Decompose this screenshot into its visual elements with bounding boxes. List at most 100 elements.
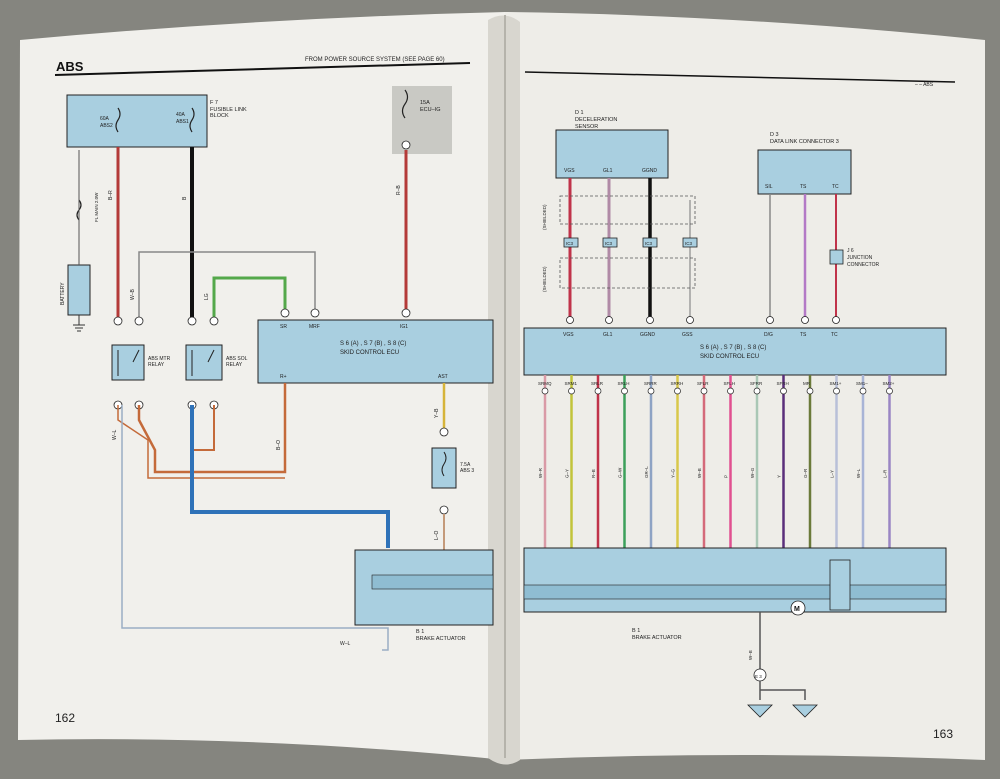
ecu-pin-dg: D/G [764, 332, 773, 338]
shielded-1: (SHIELDED) [542, 204, 547, 230]
ecu-pin-gss: GSS [682, 332, 693, 338]
right-page-number: 163 [933, 727, 953, 741]
solenoid-connector-3 [621, 387, 628, 395]
wire-b-o: B–O [276, 440, 282, 450]
solenoid-wire-label-10: G–R [803, 468, 808, 478]
solenoid-connector-12 [859, 387, 867, 395]
dlc-pin-tc: TC [832, 184, 839, 190]
ic-label-1: IC3 [566, 241, 574, 246]
fuse2-amp: 40A [176, 112, 186, 118]
solenoid-pin-label-1: SRM1 [565, 381, 578, 386]
solenoid-pin-label-12: SM1– [856, 381, 868, 386]
solenoid-pin-label-13: SM2+ [883, 381, 895, 386]
abs-sol-relay-label-1: ABS SOL [226, 356, 248, 362]
ecu-ig-fuse-box [392, 86, 452, 154]
brake-actuator-left-id: B 1 [416, 629, 424, 635]
junction-line2: CONNECTOR [847, 262, 880, 268]
right-title-rule [524, 71, 956, 83]
skid-ecu-left-label: SKID CONTROL ECU [340, 350, 399, 356]
abs-sol-relay [185, 344, 223, 381]
solenoid-pin-label-3: SRLH [618, 381, 630, 386]
wire-r-b: R–B [396, 185, 402, 195]
data-link-connector-3 [757, 149, 852, 195]
ground-symbol-2 [792, 704, 818, 718]
fuse-abs3 [431, 447, 457, 489]
main-fl-label: FL MAIN 2.0W [94, 192, 99, 222]
solenoid-wire-label-11: L–Y [830, 470, 835, 478]
fusible-link-block [66, 94, 208, 148]
fuse-abs3-amp: 7.5A [460, 462, 471, 468]
pump-motor-icon [790, 600, 806, 616]
title-rule [54, 62, 471, 76]
solenoid-wire-label-2: R–B [591, 469, 596, 478]
skid-ecu-right-label: SKID CONTROL ECU [700, 354, 759, 360]
ground-wire-label: W–B [748, 650, 753, 660]
solenoid-pin-label-6: SFLR [697, 381, 709, 386]
solenoid-wire-label-13: L–R [883, 469, 888, 478]
solenoid-pin-label-10: MR [803, 381, 811, 386]
data-link-name: DATA LINK CONNECTOR 3 [770, 139, 839, 145]
solenoid-wire-label-8: W–G [750, 467, 755, 478]
junction-connector [829, 249, 844, 265]
ecu-ig-name: ECU–IG [420, 107, 440, 113]
solenoid-pin-label-0: SRMQ [538, 381, 552, 386]
solenoid-pin-label-8: SFRR [750, 381, 763, 386]
dlc-pin-ts: TS [800, 184, 807, 190]
pin-ig1: IG1 [400, 324, 408, 330]
shielded-2: (SHIELDED) [542, 266, 547, 292]
fuse1-amp: 60A [100, 116, 110, 122]
solenoid-connector-7 [727, 387, 734, 395]
solenoid-connector-5 [674, 387, 681, 395]
right-header: – – ABS [915, 82, 934, 88]
solenoid-connector-11 [833, 387, 840, 395]
wire-y-b: Y–B [434, 408, 440, 418]
solenoid-wire-label-3: G–W [618, 467, 623, 478]
solenoid-connector-2 [594, 387, 602, 395]
solenoid-pin-label-11: SM1+ [830, 381, 842, 386]
svg-text:M: M [794, 606, 800, 613]
dlc-pin-sil: SIL [765, 184, 773, 190]
solenoid-pin-label-4: SRRR [644, 381, 658, 386]
power-source-note: FROM POWER SOURCE SYSTEM (SEE PAGE 60) [305, 57, 445, 63]
wire-w-l: W–L [112, 430, 118, 441]
solenoid-wire-label-7: P [724, 475, 729, 478]
deceleration-sensor [555, 129, 669, 179]
left-page-number: 162 [55, 711, 75, 725]
pin-rplus: R+ [280, 374, 287, 380]
decel-line2: SENSOR [575, 124, 598, 130]
battery [67, 264, 91, 316]
decel-pin-vgs: VGS [564, 168, 575, 174]
ic-label-2: IC3 [605, 241, 613, 246]
solenoid-connector-8 [753, 387, 761, 395]
fusible-link-id: F 7 [210, 100, 218, 106]
solenoid-pin-label-7: SFLH [724, 381, 736, 386]
abs-mtr-relay-label-1: ABS MTR [148, 356, 171, 362]
skid-ecu-right-connectors: S 6 (A) , S 7 (B) , S 8 (C) [700, 345, 766, 351]
wire-b: B [182, 196, 188, 200]
wire-w-l-2: W–L [340, 641, 351, 647]
decel-id: D 1 [575, 110, 584, 116]
battery-label: BATTERY [60, 282, 66, 305]
solenoid-wire-label-1: G–Y [565, 469, 570, 478]
skid-control-ecu-left [257, 319, 494, 384]
ecu-pin-ts: TS [800, 332, 807, 338]
wire-l-o: L–O [434, 530, 440, 540]
fusible-link-name-2: BLOCK [210, 113, 229, 119]
fuse1-name: ABS2 [100, 123, 113, 129]
ecu-ig-amp: 15A [420, 100, 430, 106]
solenoid-wire-label-9: Y [777, 475, 782, 478]
data-link-id: D 3 [770, 132, 779, 138]
solenoid-connector-6 [700, 387, 708, 395]
abs-sol-relay-label-2: RELAY [226, 362, 243, 368]
wire-lg: LG [204, 293, 210, 300]
solenoid-connector-10 [806, 387, 814, 395]
solenoid-wire-label-5: Y–G [671, 468, 676, 478]
junction-id: J 6 [847, 248, 854, 254]
ecu-pin-gl1: GL1 [603, 332, 613, 338]
skid-control-ecu-right [523, 327, 947, 376]
solenoid-wire-label-12: W–L [856, 468, 861, 478]
ecu-pin-tc: TC [831, 332, 838, 338]
wire-b-r: B–R [108, 190, 114, 200]
pin-mrf: MRF [309, 324, 320, 330]
brake-actuator-right-name: BRAKE ACTUATOR [632, 635, 682, 641]
